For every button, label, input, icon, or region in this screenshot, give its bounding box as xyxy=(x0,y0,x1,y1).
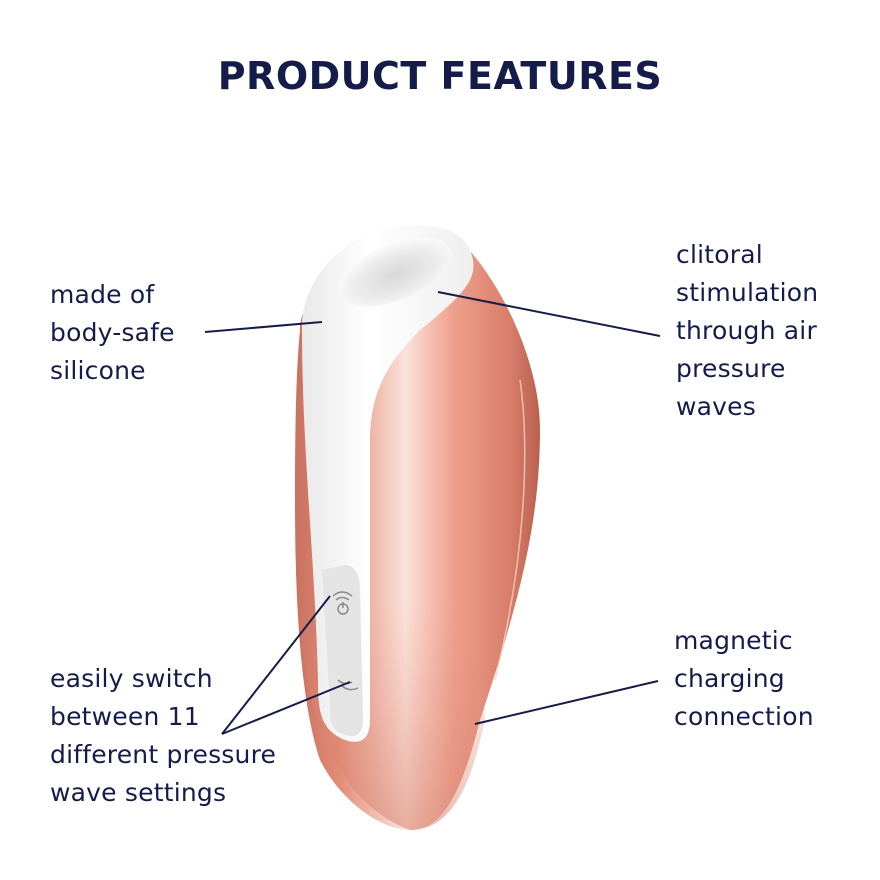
feature-pressure-settings: easily switch between 11 different press… xyxy=(50,660,276,812)
feature-clitoral-stimulation: clitoral stimulation through air pressur… xyxy=(676,236,818,426)
button-panel xyxy=(322,565,363,737)
feature-line: through air xyxy=(676,316,817,345)
feature-line: stimulation xyxy=(676,278,819,307)
feature-line: made of xyxy=(50,280,155,309)
feature-silicone: made of body-safe silicone xyxy=(50,276,175,390)
feature-line: waves xyxy=(676,392,756,421)
feature-line: easily switch xyxy=(50,664,213,693)
feature-line: silicone xyxy=(50,356,146,385)
feature-line: wave settings xyxy=(50,778,227,807)
power-wave-icon xyxy=(332,591,353,615)
page-title: PRODUCT FEATURES xyxy=(217,54,663,98)
feature-line: different pressure xyxy=(50,740,277,769)
feature-line: between 11 xyxy=(50,702,200,731)
feature-line: charging xyxy=(674,664,785,693)
feature-line: magnetic xyxy=(674,626,793,655)
feature-line: body-safe xyxy=(50,318,175,347)
feature-line: clitoral xyxy=(676,240,763,269)
feature-line: pressure xyxy=(676,354,786,383)
leader-lines xyxy=(204,291,661,735)
feature-magnetic-charging: magnetic charging connection xyxy=(674,622,814,736)
feature-line: connection xyxy=(674,702,814,731)
